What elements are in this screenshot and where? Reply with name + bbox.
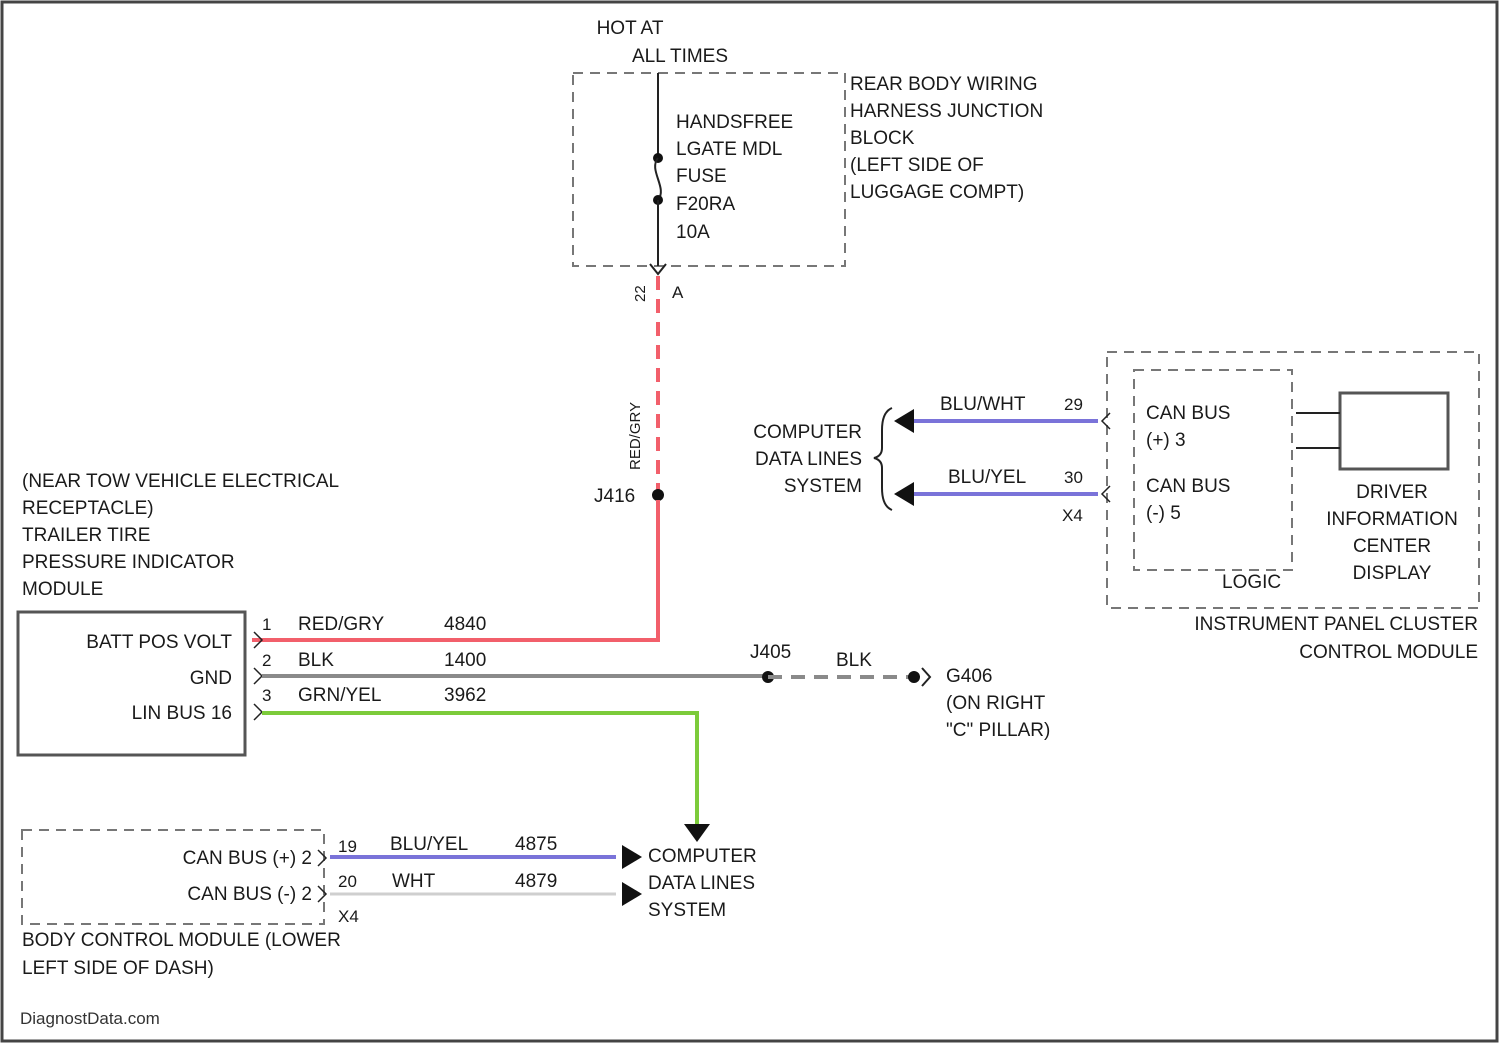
bcm-wire-hi-color: BLU/YEL — [390, 834, 468, 855]
watermark: DiagnostData.com — [20, 1009, 160, 1028]
svg-text:DATA LINES: DATA LINES — [648, 873, 755, 894]
junction-pin-right: A — [672, 283, 684, 302]
bcm-wire-lo-color: WHT — [392, 871, 436, 892]
pin-number-2: 2 — [262, 651, 271, 670]
cluster-data-lines-brace — [874, 408, 892, 510]
svg-text:(LEFT SIDE OF: (LEFT SIDE OF — [850, 155, 984, 176]
bcm-wire-lo-circuit: 4879 — [515, 871, 557, 892]
svg-text:(NEAR TOW VEHICLE ELECTRICAL: (NEAR TOW VEHICLE ELECTRICAL — [22, 471, 339, 492]
svg-text:MODULE: MODULE — [22, 579, 103, 600]
wire-circuit-1400: 1400 — [444, 650, 486, 671]
cluster-data-lines-label: COMPUTER DATA LINES SYSTEM — [753, 422, 862, 497]
bcm-connector-id: X4 — [338, 907, 359, 926]
svg-text:SYSTEM: SYSTEM — [784, 476, 862, 497]
cluster-wire-hi-pin: 29 — [1064, 395, 1083, 414]
svg-text:HARNESS JUNCTION: HARNESS JUNCTION — [850, 101, 1043, 122]
svg-text:LEFT SIDE OF DASH): LEFT SIDE OF DASH) — [22, 958, 214, 979]
fuse-symbol — [655, 158, 661, 200]
junction-pin-left: 22 — [632, 285, 649, 302]
svg-text:(+) 3: (+) 3 — [1146, 430, 1186, 451]
svg-text:COMPUTER: COMPUTER — [753, 422, 862, 443]
splice-j416-dot — [652, 489, 664, 501]
cluster-wire-lo-pin: 30 — [1064, 468, 1083, 487]
pin-number-3: 3 — [262, 686, 271, 705]
svg-text:LGATE MDL: LGATE MDL — [676, 139, 782, 160]
ground-symbol — [922, 668, 930, 686]
svg-text:(ON RIGHT: (ON RIGHT — [946, 693, 1046, 714]
pin-label-gnd: GND — [190, 668, 232, 689]
svg-text:SYSTEM: SYSTEM — [648, 900, 726, 921]
svg-text:CAN BUS: CAN BUS — [1146, 476, 1230, 497]
svg-text:INFORMATION: INFORMATION — [1326, 509, 1458, 530]
svg-text:BODY CONTROL MODULE (LOWER: BODY CONTROL MODULE (LOWER — [22, 930, 341, 951]
svg-text:REAR BODY WIRING: REAR BODY WIRING — [850, 74, 1038, 95]
svg-text:INSTRUMENT PANEL CLUSTER: INSTRUMENT PANEL CLUSTER — [1194, 614, 1478, 635]
ground-location-label: G406 (ON RIGHT "C" PILLAR) — [946, 666, 1050, 741]
bcm-can-lo-arrow — [622, 882, 642, 906]
cluster-can-hi-arrow — [894, 409, 914, 433]
cluster-wire-hi-color: BLU/WHT — [940, 394, 1026, 415]
svg-text:10A: 10A — [676, 222, 710, 243]
svg-text:F20RA: F20RA — [676, 194, 735, 215]
green-lin-wire — [262, 713, 697, 828]
wire-color-red-gry: RED/GRY — [298, 614, 385, 635]
trailer-connector-symbols — [254, 632, 262, 720]
svg-text:DISPLAY: DISPLAY — [1353, 563, 1432, 584]
cluster-can-hi-label: CAN BUS (+) 3 — [1146, 403, 1230, 451]
bcm-wire-hi-pin: 19 — [338, 837, 357, 856]
svg-text:"C" PILLAR): "C" PILLAR) — [946, 720, 1050, 741]
cluster-logic-label: LOGIC — [1222, 572, 1281, 593]
svg-text:PRESSURE INDICATOR: PRESSURE INDICATOR — [22, 552, 235, 573]
ground-wire-blk-label: BLK — [836, 650, 872, 671]
junction-block-label: REAR BODY WIRING HARNESS JUNCTION BLOCK … — [850, 74, 1043, 203]
svg-text:G406: G406 — [946, 666, 992, 687]
bcm-can-hi-arrow — [622, 845, 642, 869]
cluster-connector-id: X4 — [1062, 506, 1083, 525]
green-wire-arrow — [684, 824, 710, 842]
driver-info-display-label: DRIVER INFORMATION CENTER DISPLAY — [1326, 482, 1458, 584]
cluster-can-lo-arrow — [894, 482, 914, 506]
pin-label-batt-pos-volt: BATT POS VOLT — [86, 632, 232, 653]
hot-at-label: HOT AT — [597, 18, 664, 39]
svg-text:CONTROL MODULE: CONTROL MODULE — [1299, 642, 1478, 663]
bcm-can-hi-label: CAN BUS (+) 2 — [183, 848, 312, 869]
svg-text:LUGGAGE COMPT): LUGGAGE COMPT) — [850, 182, 1024, 203]
svg-text:BLOCK: BLOCK — [850, 128, 915, 149]
bcm-module-label: BODY CONTROL MODULE (LOWER LEFT SIDE OF … — [22, 930, 341, 979]
svg-text:DRIVER: DRIVER — [1356, 482, 1428, 503]
red-wire-vertical-label: RED/GRY — [627, 402, 644, 470]
cluster-wire-lo-color: BLU/YEL — [948, 467, 1026, 488]
wire-circuit-3962: 3962 — [444, 685, 486, 706]
ground-point-dot — [908, 671, 920, 683]
fuse-label: HANDSFREE LGATE MDL FUSE F20RA 10A — [676, 112, 793, 243]
pin-label-lin-bus: LIN BUS 16 — [132, 703, 232, 724]
svg-text:CAN BUS: CAN BUS — [1146, 403, 1230, 424]
bcm-data-lines-label: COMPUTER DATA LINES SYSTEM — [648, 846, 757, 921]
svg-text:TRAILER TIRE: TRAILER TIRE — [22, 525, 150, 546]
splice-j405-label: J405 — [750, 642, 791, 663]
splice-j416-label: J416 — [594, 486, 635, 507]
wire-color-grn-yel: GRN/YEL — [298, 685, 381, 706]
svg-text:DATA LINES: DATA LINES — [755, 449, 862, 470]
all-times-label: ALL TIMES — [632, 46, 728, 67]
pin-number-1: 1 — [262, 615, 271, 634]
svg-text:(-) 5: (-) 5 — [1146, 503, 1181, 524]
bcm-box — [22, 830, 324, 924]
svg-text:COMPUTER: COMPUTER — [648, 846, 757, 867]
cluster-module-label: INSTRUMENT PANEL CLUSTER CONTROL MODULE — [1194, 614, 1478, 663]
svg-text:FUSE: FUSE — [676, 166, 727, 187]
svg-text:CENTER: CENTER — [1353, 536, 1431, 557]
wire-circuit-4840: 4840 — [444, 614, 486, 635]
cluster-logic-box — [1134, 370, 1292, 570]
trailer-module-label: (NEAR TOW VEHICLE ELECTRICAL RECEPTACLE)… — [22, 471, 339, 600]
cluster-can-lo-label: CAN BUS (-) 5 — [1146, 476, 1230, 524]
bcm-wire-hi-circuit: 4875 — [515, 834, 557, 855]
bcm-wire-lo-pin: 20 — [338, 872, 357, 891]
driver-info-display-screen — [1340, 393, 1448, 469]
wire-color-blk: BLK — [298, 650, 334, 671]
svg-text:RECEPTACLE): RECEPTACLE) — [22, 498, 154, 519]
bcm-can-lo-label: CAN BUS (-) 2 — [187, 884, 312, 905]
svg-text:HANDSFREE: HANDSFREE — [676, 112, 793, 133]
